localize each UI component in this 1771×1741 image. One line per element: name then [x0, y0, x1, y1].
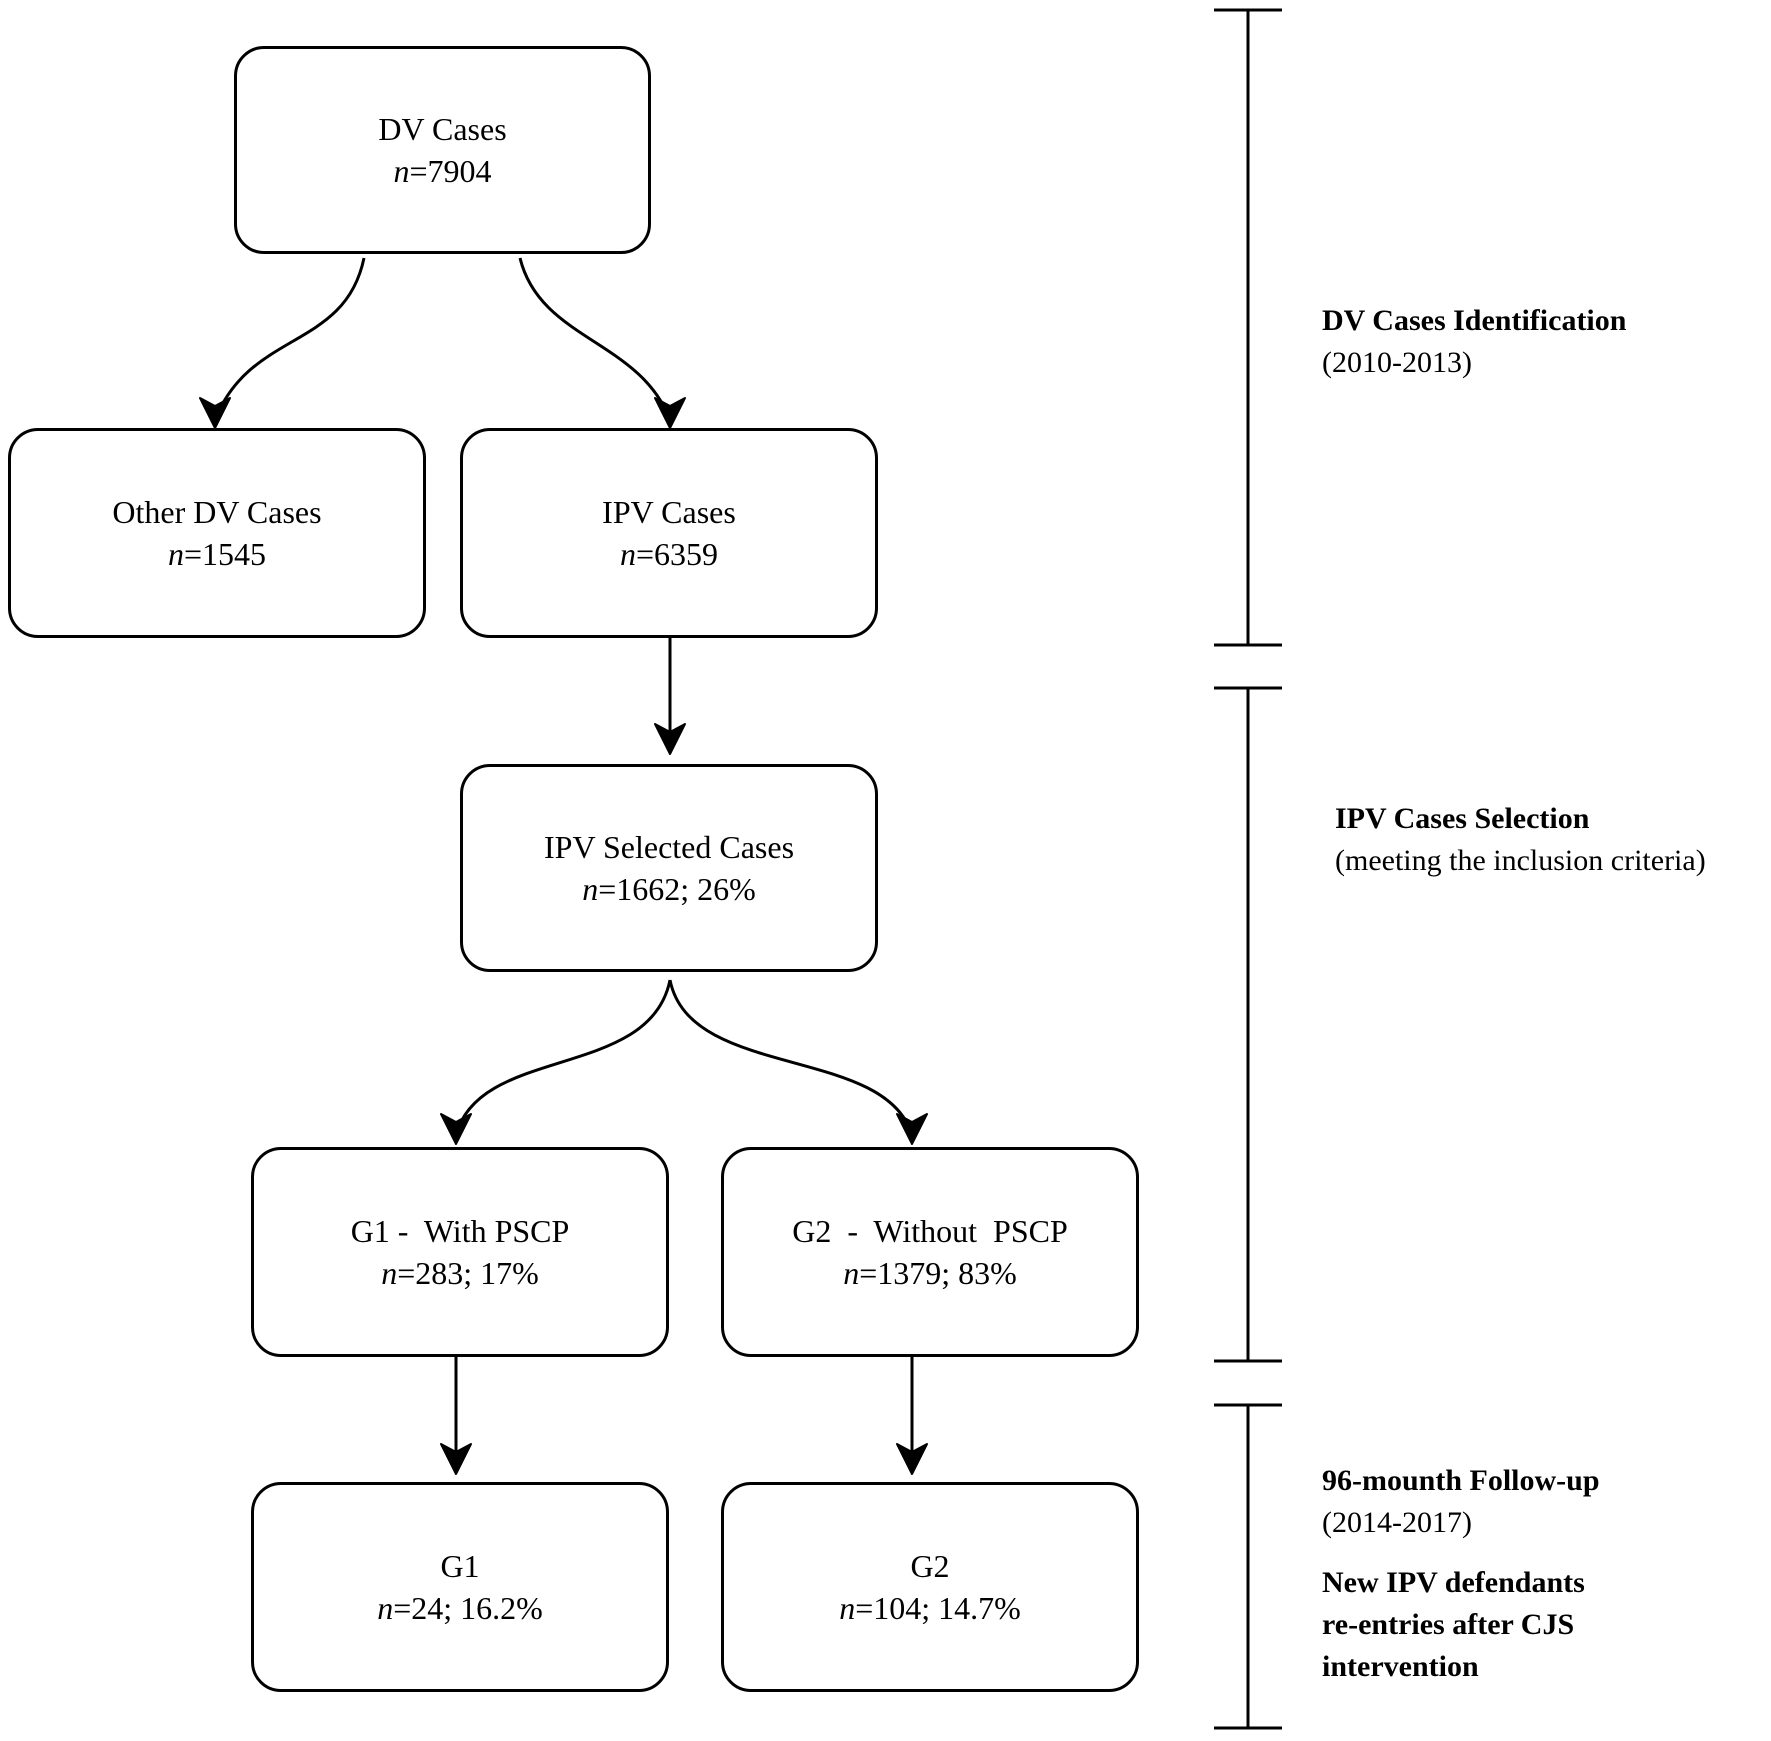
phase-followup-note-line-1: New IPV defendants	[1322, 1566, 1585, 1599]
phase-followup-note-line-3: intervention	[1322, 1650, 1479, 1683]
phase-followup-period: (2014-2017)	[1322, 1506, 1472, 1539]
box-ipv-cases: IPV Cases n=6359	[460, 428, 878, 638]
arrowhead-selected	[654, 723, 686, 755]
phase-identification-label: DV Cases Identification (2010-2013)	[1322, 300, 1626, 384]
box-dv-cases: DV Cases n=7904	[234, 46, 651, 254]
box-g1-with-count: n=283; 17%	[381, 1255, 539, 1291]
box-dv-cases-title: DV Cases	[378, 111, 507, 147]
phase-followup-note-line-2: re-entries after CJS	[1322, 1608, 1575, 1641]
arrowhead-g2follow	[896, 1443, 928, 1475]
box-g1-with-pscp: G1 - With PSCP n=283; 17%	[251, 1147, 669, 1357]
box-g2-followup-count: n=104; 14.7%	[839, 1590, 1021, 1626]
box-g2-followup-title: G2	[910, 1548, 950, 1584]
bracket-selection	[1214, 686, 1282, 1363]
phase-selection-label: IPV Cases Selection (meeting the inclusi…	[1335, 798, 1706, 882]
box-ipv-title: IPV Cases	[602, 494, 736, 530]
bracket-identification	[1214, 8, 1282, 647]
arrowhead-ipv	[654, 397, 686, 429]
box-other-dv-count: n=1545	[167, 536, 267, 572]
box-g1-followup-title: G1	[440, 1548, 480, 1584]
arrow-selected-to-g2	[668, 979, 914, 1136]
box-ipv-selected-count: n=1662; 26%	[582, 871, 756, 907]
arrow-dv-to-ipv	[518, 257, 672, 421]
phase-identification-heading: DV Cases Identification	[1322, 304, 1627, 337]
box-g2-without-count: n=1379; 83%	[843, 1255, 1017, 1291]
bracket-followup	[1214, 1403, 1282, 1730]
box-g1-followup-count: n=24; 16.2%	[377, 1590, 543, 1626]
phase-followup-heading: 96-mounth Follow-up	[1322, 1464, 1600, 1497]
box-ipv-selected-cases: IPV Selected Cases n=1662; 26%	[460, 764, 878, 972]
arrowhead-g1follow	[440, 1443, 472, 1475]
box-g2-followup: G2 n=104; 14.7%	[721, 1482, 1139, 1692]
box-g1-with-title: G1 - With PSCP	[350, 1213, 570, 1249]
box-g1-followup: G1 n=24; 16.2%	[251, 1482, 669, 1692]
box-other-dv-title: Other DV Cases	[112, 494, 322, 530]
arrowhead-g2	[896, 1113, 928, 1145]
phase-identification-period: (2010-2013)	[1322, 346, 1472, 379]
phase-selection-heading: IPV Cases Selection	[1335, 802, 1590, 835]
phase-followup-label: 96-mounth Follow-up (2014-2017) New IPV …	[1322, 1460, 1600, 1688]
arrow-dv-to-other	[213, 257, 366, 421]
arrowhead-other	[199, 397, 231, 429]
phase-selection-criteria: (meeting the inclusion criteria)	[1335, 844, 1706, 877]
box-ipv-count: n=6359	[619, 536, 719, 572]
box-other-dv-cases: Other DV Cases n=1545	[8, 428, 426, 638]
arrowhead-g1	[440, 1113, 472, 1145]
box-ipv-selected-title: IPV Selected Cases	[543, 829, 795, 865]
arrow-selected-to-g1	[454, 979, 672, 1136]
box-dv-cases-count: n=7904	[393, 153, 492, 189]
box-g2-without-title: G2 - Without PSCP	[792, 1213, 1068, 1249]
box-g2-without-pscp: G2 - Without PSCP n=1379; 83%	[721, 1147, 1139, 1357]
